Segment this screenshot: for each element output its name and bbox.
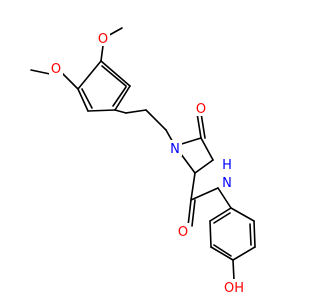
bond (190, 172, 196, 201)
bond (213, 212, 231, 224)
ketone-oxygen: O (196, 102, 206, 117)
amide-oxygen: O (178, 225, 188, 240)
amide-nitrogen: N (222, 176, 232, 191)
bond (213, 244, 232, 257)
bond (81, 88, 93, 109)
hydroxyl-group: OH (224, 281, 244, 296)
bond (100, 60, 131, 87)
bond (196, 112, 202, 139)
bond (187, 199, 192, 227)
bond (210, 246, 234, 261)
bond (145, 109, 167, 131)
bond (217, 187, 232, 209)
bond (77, 88, 89, 112)
bond (232, 246, 256, 261)
bond (190, 187, 219, 201)
bond (125, 109, 147, 114)
molecule-canvas: O O N O N H O OH (30, 27, 256, 296)
bond (249, 223, 252, 246)
molecule-structure: O O N O N H O OH (30, 27, 256, 296)
bond (209, 207, 232, 222)
bond (194, 159, 214, 174)
bond (61, 72, 79, 90)
ring-nitrogen: N (170, 142, 180, 157)
amide-hydrogen: H (222, 158, 232, 173)
atom-labels: O O N O N H O OH (49, 30, 247, 296)
bond (200, 112, 206, 139)
bonds (30, 27, 256, 281)
bond (191, 199, 196, 227)
bond (112, 86, 127, 107)
methoxy-oxygen-top: O (98, 32, 108, 47)
bond (87, 109, 116, 112)
methoxy-oxygen-left: O (51, 62, 61, 77)
bond (200, 137, 214, 161)
bond (253, 220, 256, 248)
bond (114, 85, 131, 111)
bond (101, 65, 127, 87)
bond (114, 109, 127, 114)
bond (232, 259, 235, 281)
bond (209, 220, 212, 248)
bond (230, 207, 255, 222)
bond (30, 69, 51, 75)
bond (77, 60, 102, 90)
